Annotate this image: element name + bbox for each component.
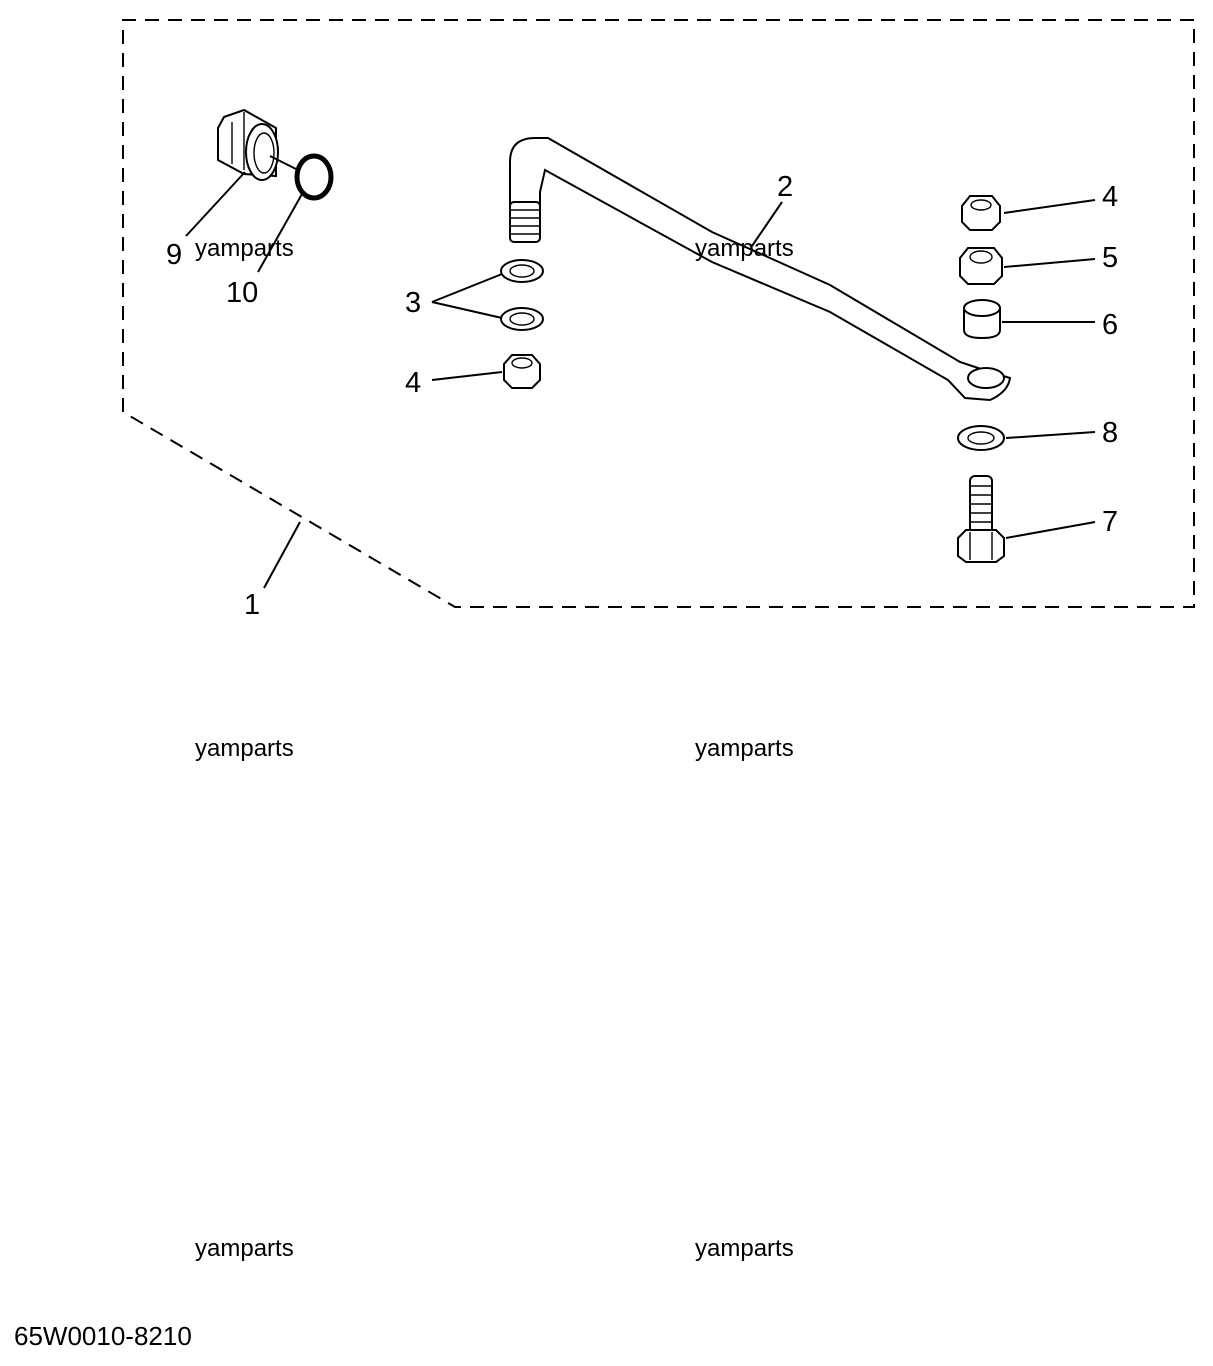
part-4-nut-right	[961, 195, 1001, 231]
part-3-washer-top	[500, 259, 544, 283]
callout-8: 8	[1102, 417, 1118, 449]
callout-7: 7	[1102, 506, 1118, 538]
callout-1: 1	[244, 589, 260, 621]
part-10-o-ring	[294, 153, 334, 201]
watermark: yamparts	[695, 735, 794, 762]
part-6-collar	[963, 299, 1001, 340]
callout-3: 3	[405, 287, 421, 319]
leader-lines	[185, 155, 1096, 589]
callout-2: 2	[777, 171, 793, 203]
callout-6: 6	[1102, 309, 1118, 341]
part-2-link-rod	[509, 137, 1012, 402]
callout-9: 9	[166, 239, 182, 271]
callout-5: 5	[1102, 242, 1118, 274]
watermark: yamparts	[195, 235, 294, 262]
part-4-nut-left	[503, 354, 541, 389]
part-8-washer	[957, 425, 1005, 451]
watermark: yamparts	[695, 235, 794, 262]
watermark: yamparts	[195, 1235, 294, 1262]
watermark: yamparts	[195, 735, 294, 762]
part-7-bolt	[957, 475, 1005, 563]
part-9-nut	[217, 108, 279, 181]
callout-4-right: 4	[1102, 181, 1118, 213]
kit-boundary-dashed	[122, 19, 1195, 608]
callout-10: 10	[226, 277, 258, 309]
part-3-washer-bottom	[500, 307, 544, 331]
callout-4-left: 4	[405, 367, 421, 399]
part-5-nut	[959, 247, 1003, 285]
watermark: yamparts	[695, 1235, 794, 1262]
part-code: 65W0010-8210	[14, 1321, 192, 1351]
